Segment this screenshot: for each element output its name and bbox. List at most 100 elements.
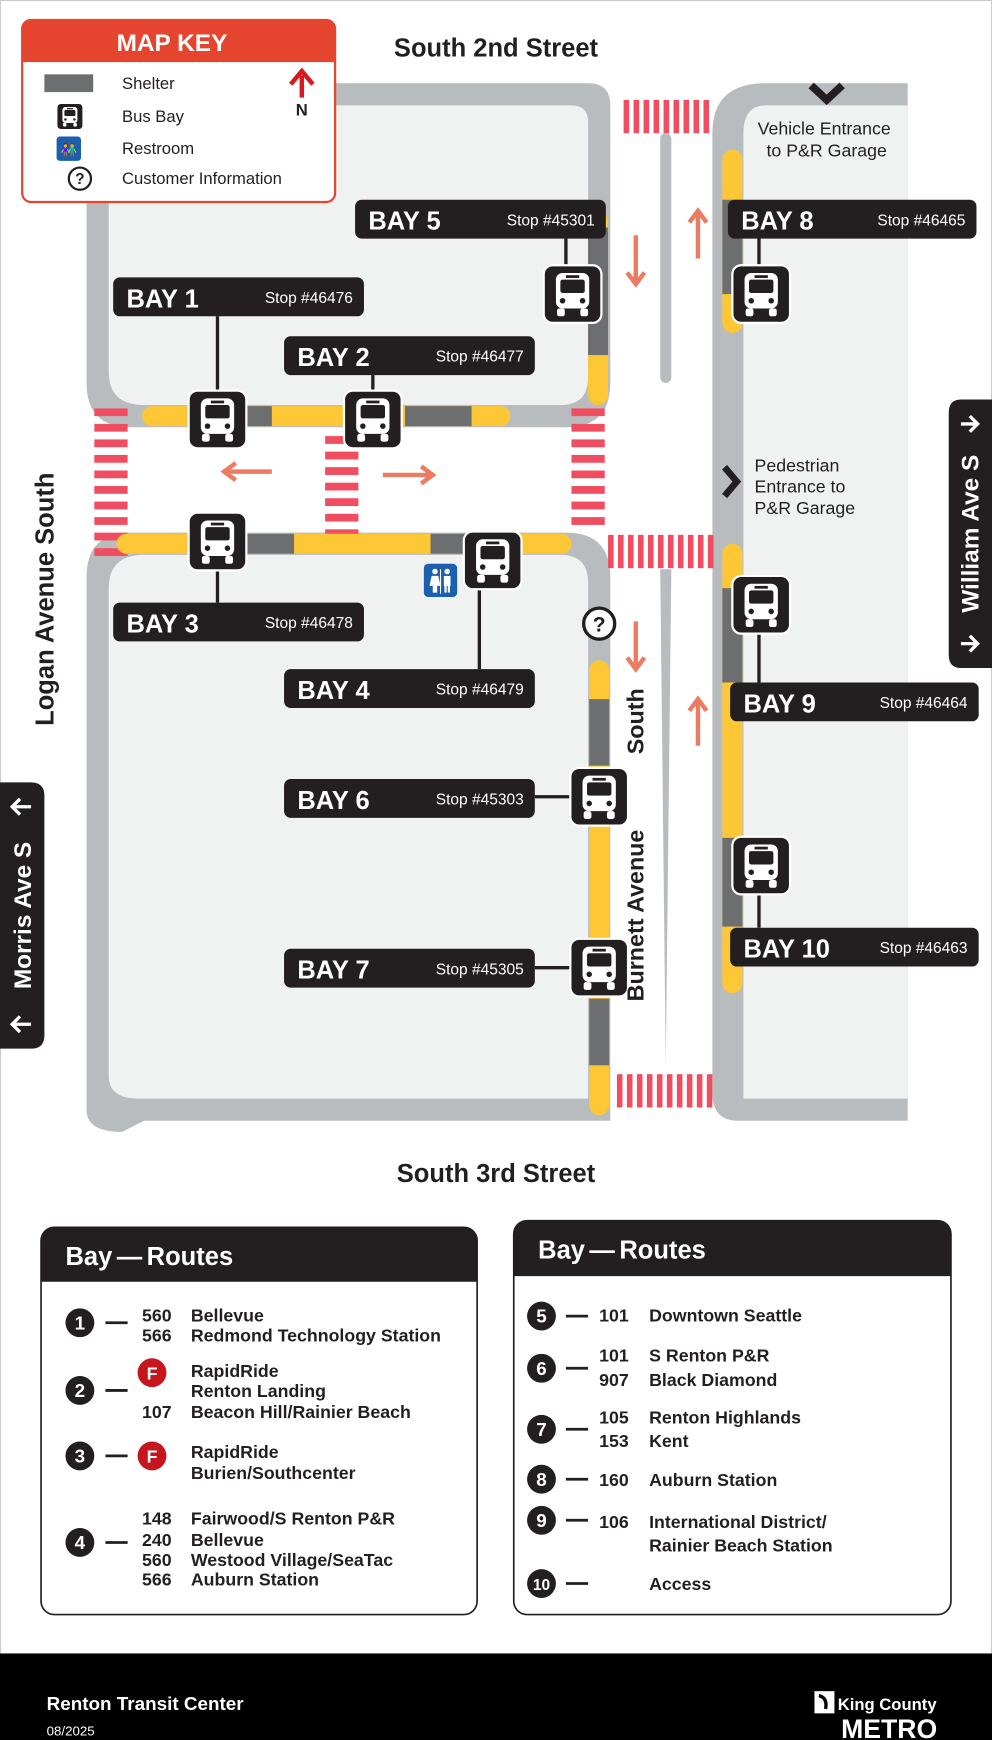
route-destination: Auburn Station [649,1470,777,1490]
bay-name: BAY 6 [297,787,369,815]
svg-text:8: 8 [536,1469,546,1490]
restroom-icon: 👫 [56,136,82,161]
vehicle-entrance-chevron-icon [808,82,845,106]
svg-text:1: 1 [75,1312,85,1333]
bay-number-badge [527,1353,556,1383]
bus-icon [731,264,792,325]
route-destination: Kent [649,1431,689,1451]
route-number: 107 [142,1402,172,1422]
bay-label [284,336,535,376]
svg-text:Restroom: Restroom [122,139,194,158]
route-number: 105 [599,1408,629,1428]
customer-information-icon: ? [581,606,617,641]
bay-name: BAY 3 [126,611,198,639]
bus-icon [187,511,248,572]
crosswalks [94,99,714,1108]
pedestrian-entrance-note: Pedestrian Entrance to P&R Garage [755,456,856,518]
svg-text:10: 10 [533,1577,550,1594]
bus-icon [462,530,523,591]
shelter-swatch [44,74,94,93]
bus-icon [342,389,403,450]
route-number: 160 [599,1470,629,1490]
footer-date: 08/2025 [47,1724,95,1739]
bay-number-badge [527,1414,556,1444]
question-circle-icon: ? [67,166,93,191]
bay-number-badge [527,1505,556,1535]
bay-number-badge [527,1569,556,1598]
street-label-west: Logan Avenue South [31,473,59,726]
shelter [405,406,472,427]
route-number: 560 [142,1306,172,1326]
bay-label [727,199,977,239]
bay-name: BAY 1 [126,285,198,313]
route-number: 101 [599,1346,629,1366]
bus-icon [731,835,792,896]
svg-text:👫: 👫 [61,141,78,157]
svg-text:5: 5 [536,1306,546,1327]
bay-label [284,779,535,818]
shelter [246,406,272,427]
north-label: N [296,100,308,119]
bus-icon [542,264,603,325]
route-destination: Beacon Hill/Rainier Beach [191,1402,411,1422]
route-number: 153 [599,1431,629,1451]
route-destination: Westood Village/SeaTac [191,1550,393,1570]
direction-arrow-icon [687,207,709,259]
bay-number-badge [527,1464,556,1494]
bay-label [113,277,364,317]
svg-text:F: F [147,1363,158,1383]
route-destination: Renton Highlands [649,1408,801,1428]
bay-stop-number: Stop #46463 [880,940,968,957]
route-destination: Downtown Seattle [649,1306,802,1326]
svg-text:Shelter: Shelter [122,74,175,93]
rapidride-f-line-badge [137,1358,167,1388]
east-street-tab: William Ave S [948,399,992,669]
north-arrow-icon [289,67,315,98]
route-destination: RapidRide [191,1442,279,1462]
bay-name: BAY 2 [297,344,369,372]
west-street-tab: Morris Ave S [0,782,45,1049]
route-number: 907 [599,1370,629,1390]
route-destination: Bellevue [191,1530,264,1550]
svg-text:Morris Ave S: Morris Ave S [10,842,37,989]
bay-label [284,948,535,988]
arrow-left-icon [9,1015,32,1034]
route-number: 148 [142,1509,172,1529]
bay-label [113,602,364,642]
arrow-right-icon [960,414,980,433]
vehicle-entrance-note: Vehicle Entrance to P&R Garage [758,118,896,160]
bay-number-badge [65,1441,95,1471]
route-number: 240 [142,1530,172,1550]
svg-text:6: 6 [536,1358,546,1379]
svg-text:William Ave S: William Ave S [958,455,985,613]
svg-text:7: 7 [536,1419,546,1440]
table-header: Bay—Routes [65,1243,233,1271]
route-entry-bay-7: 7 105 Renton Highlands 153 Kent [527,1408,801,1451]
bay-stop-number: Stop #45301 [507,212,595,229]
route-destination: Redmond Technology Station [191,1326,441,1346]
route-number: 106 [599,1512,629,1532]
street-label-south: South 3rd Street [397,1160,596,1188]
shelter [589,699,610,766]
arrow-left-icon [9,797,32,816]
table-header: Bay—Routes [538,1236,706,1264]
bay-stop-number: Stop #46479 [436,682,524,699]
